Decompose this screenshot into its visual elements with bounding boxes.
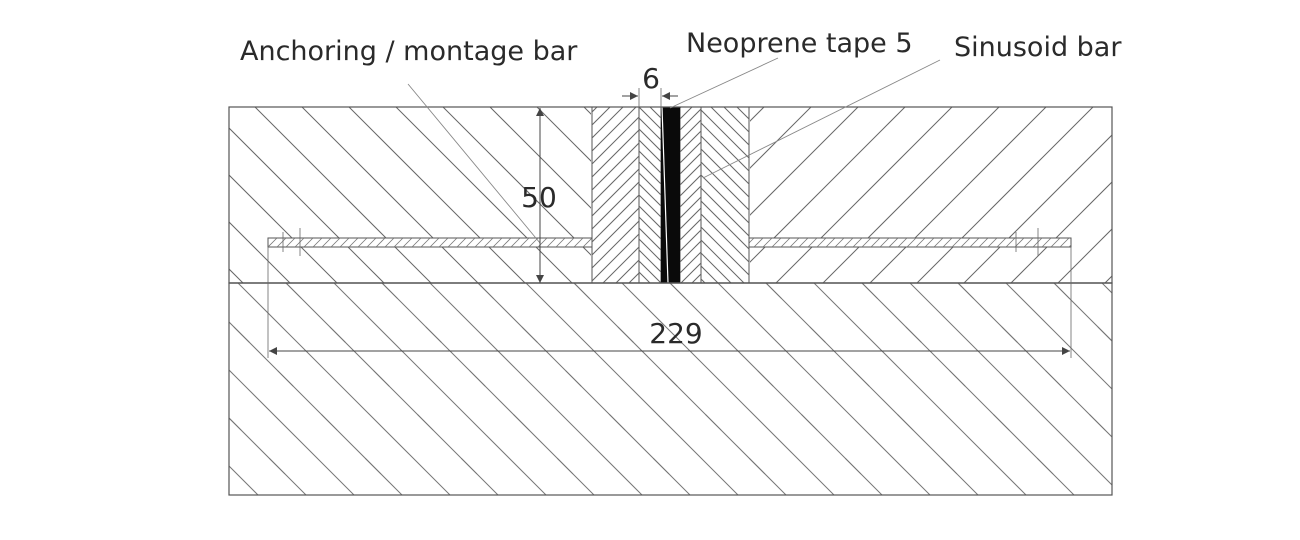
- plate-left: [267, 237, 593, 248]
- anchor-pin-right: [1015, 228, 1039, 256]
- concrete-base-hatch: [229, 283, 1112, 495]
- dim-height-label: 50: [521, 181, 557, 214]
- anchor-pin-left: [282, 228, 301, 256]
- sinusoid-bar-left-hatch: [592, 107, 639, 283]
- label-anchoring-bar: Anchoring / montage bar: [240, 36, 578, 67]
- anchoring-bar-right-hatch: [680, 107, 701, 283]
- dim-gap-label: 6: [642, 62, 660, 95]
- label-neoprene-tape: Neoprene tape 5: [686, 28, 913, 59]
- sinusoid-bar-right-hatch: [701, 107, 749, 283]
- plate-right: [700, 237, 1072, 248]
- concrete-upper-left-hatch: [229, 107, 591, 283]
- anchoring-bar-left-hatch: [639, 107, 661, 283]
- anchoring-bar-right: [679, 106, 702, 284]
- leader-neoprene: [669, 57, 779, 109]
- neoprene-tape: [661, 107, 680, 283]
- dim-width-label: 229: [649, 317, 702, 350]
- concrete-base-outline: [228, 282, 1113, 496]
- plate-left-hatch: [268, 238, 592, 247]
- leader-sinusoid: [702, 59, 941, 179]
- label-sinusoid-bar: Sinusoid bar: [954, 32, 1122, 63]
- sinusoid-bar-left: [591, 106, 640, 284]
- leader-anchoring: [407, 83, 541, 244]
- concrete-upper-right-hatch: [750, 107, 1112, 283]
- neoprene-tape-edge: [661, 106, 669, 284]
